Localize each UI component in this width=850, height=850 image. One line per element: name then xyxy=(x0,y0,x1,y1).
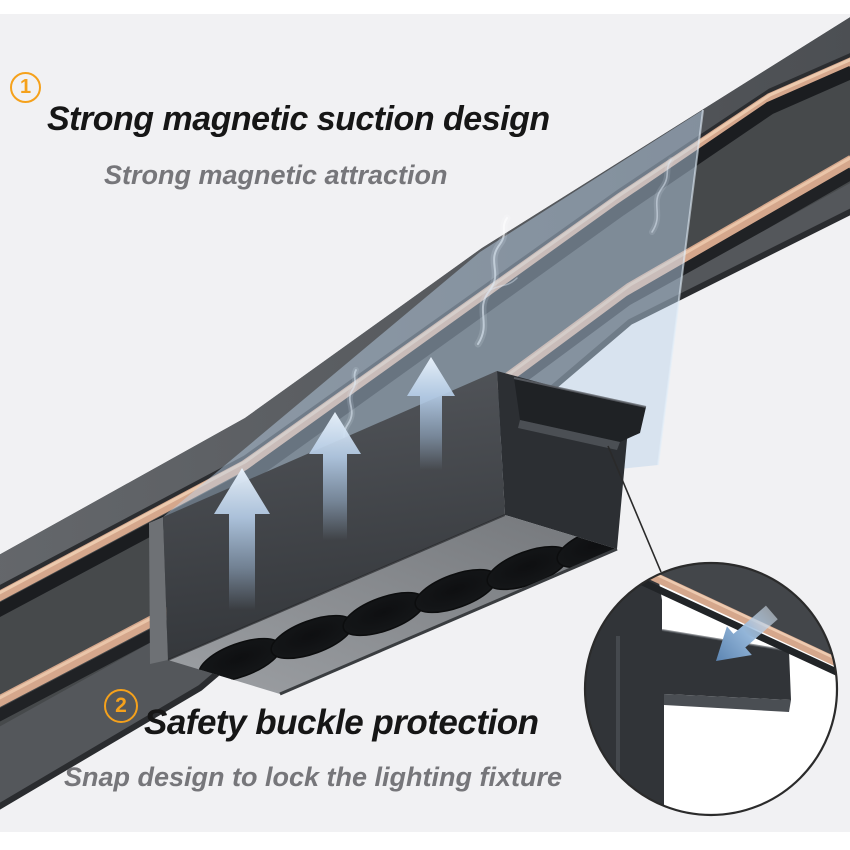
buckle-front-face xyxy=(514,378,646,442)
feature1-title: Strong magnetic suction design xyxy=(47,100,550,138)
lightning-arc xyxy=(649,157,674,235)
inset-circle-border xyxy=(583,561,839,817)
feature2-number: 2 xyxy=(115,694,127,717)
inset-leader-line xyxy=(607,445,662,573)
feature1-number-badge: 1 xyxy=(10,72,41,103)
buckle-top-edge xyxy=(513,377,647,408)
magnet-arrows xyxy=(214,357,455,610)
track-top-edge-line xyxy=(0,53,850,591)
feature2-subtitle: Snap design to lock the lighting fixture xyxy=(64,762,563,792)
lightning-arc xyxy=(474,214,518,348)
copper-stripe-upper-highlight xyxy=(0,58,850,595)
buckle-bottom-bevel xyxy=(518,420,620,450)
spark-effects xyxy=(341,157,674,471)
up-arrow-icon xyxy=(309,412,361,540)
led-cells xyxy=(198,523,617,683)
feature1-number: 1 xyxy=(19,76,32,98)
top-margin xyxy=(0,0,850,14)
inset-down-left-arrow-icon xyxy=(716,605,778,661)
feature1-subtitle: Strong magnetic attraction xyxy=(104,160,448,190)
buckle-closeup-inset xyxy=(583,561,839,817)
safety-buckle xyxy=(513,377,647,450)
inset-buckle-bevel xyxy=(664,694,791,712)
inset-copper-highlight xyxy=(639,565,837,664)
inset-copper-stripe xyxy=(638,565,837,670)
copper-stripe-upper xyxy=(0,57,850,602)
up-arrow-icon xyxy=(214,468,270,610)
feature2-number-badge: 2 xyxy=(104,689,138,723)
up-arrow-icon xyxy=(407,357,455,470)
bottom-margin xyxy=(0,832,850,850)
track-top-face xyxy=(0,17,850,596)
fixture-front-bottom-edge xyxy=(167,514,506,661)
led-light-fixture xyxy=(149,371,647,696)
fixture-left-end xyxy=(149,517,168,664)
fixture-bottom-silhouette xyxy=(279,547,618,696)
feature2-title: Safety buckle protection xyxy=(144,703,539,742)
